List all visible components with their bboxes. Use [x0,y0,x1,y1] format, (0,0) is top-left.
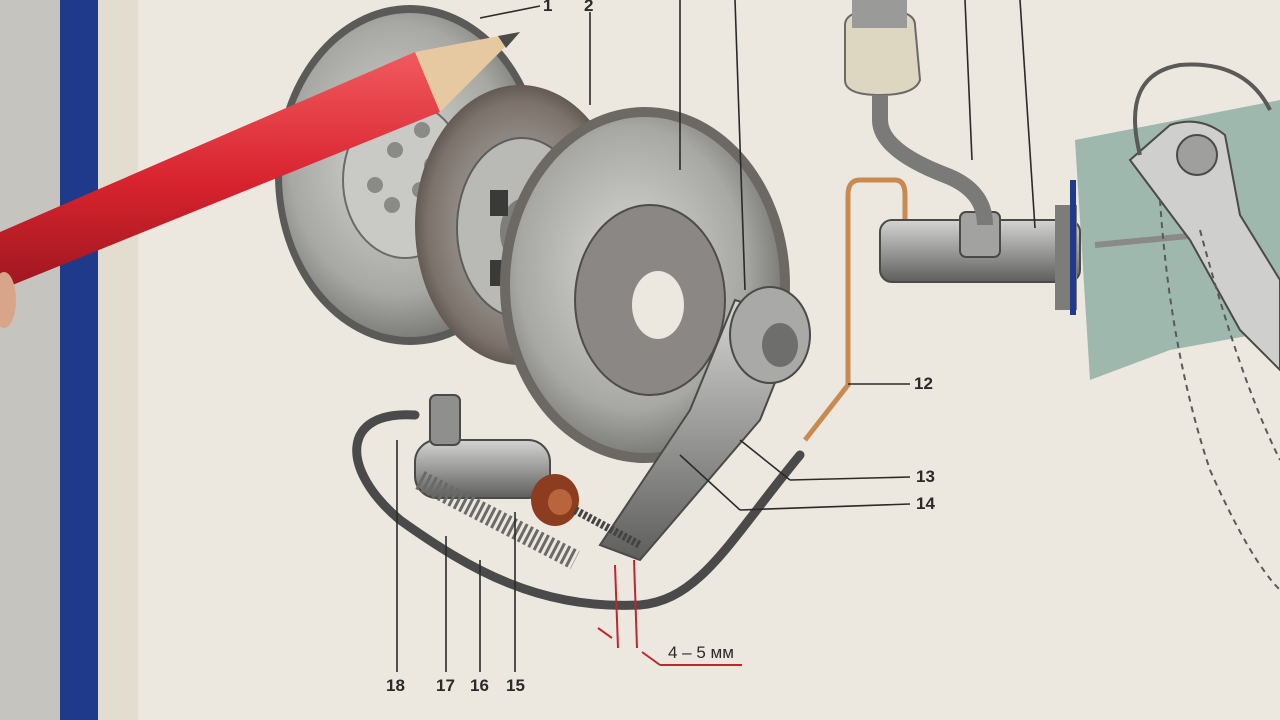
fluid-reservoir [844,0,993,226]
page-edge-stack [98,0,140,720]
copper-pipe [803,177,908,442]
callout-14: 14 [916,494,935,513]
clutch-pedal [1128,62,1280,591]
callout-15: 15 [506,676,525,695]
release-fork [598,286,811,562]
callout-1: 1 [543,0,553,15]
callout-18: 18 [386,676,405,695]
clearance-dimension [597,559,742,666]
clearance-dimension-label: 4 – 5 мм [668,643,734,662]
callout-2: 2 [584,0,594,15]
return-spring [415,471,580,569]
callout-12: 12 [914,374,933,393]
binder-blue-edge [60,0,100,720]
pencil [0,32,520,328]
table-surface [0,0,70,720]
callout-13: 13 [916,467,935,486]
slave-cylinder [414,394,642,549]
callout-16: 16 [470,676,489,695]
callout-leader-lines [396,0,1036,672]
callout-17: 17 [436,676,455,695]
